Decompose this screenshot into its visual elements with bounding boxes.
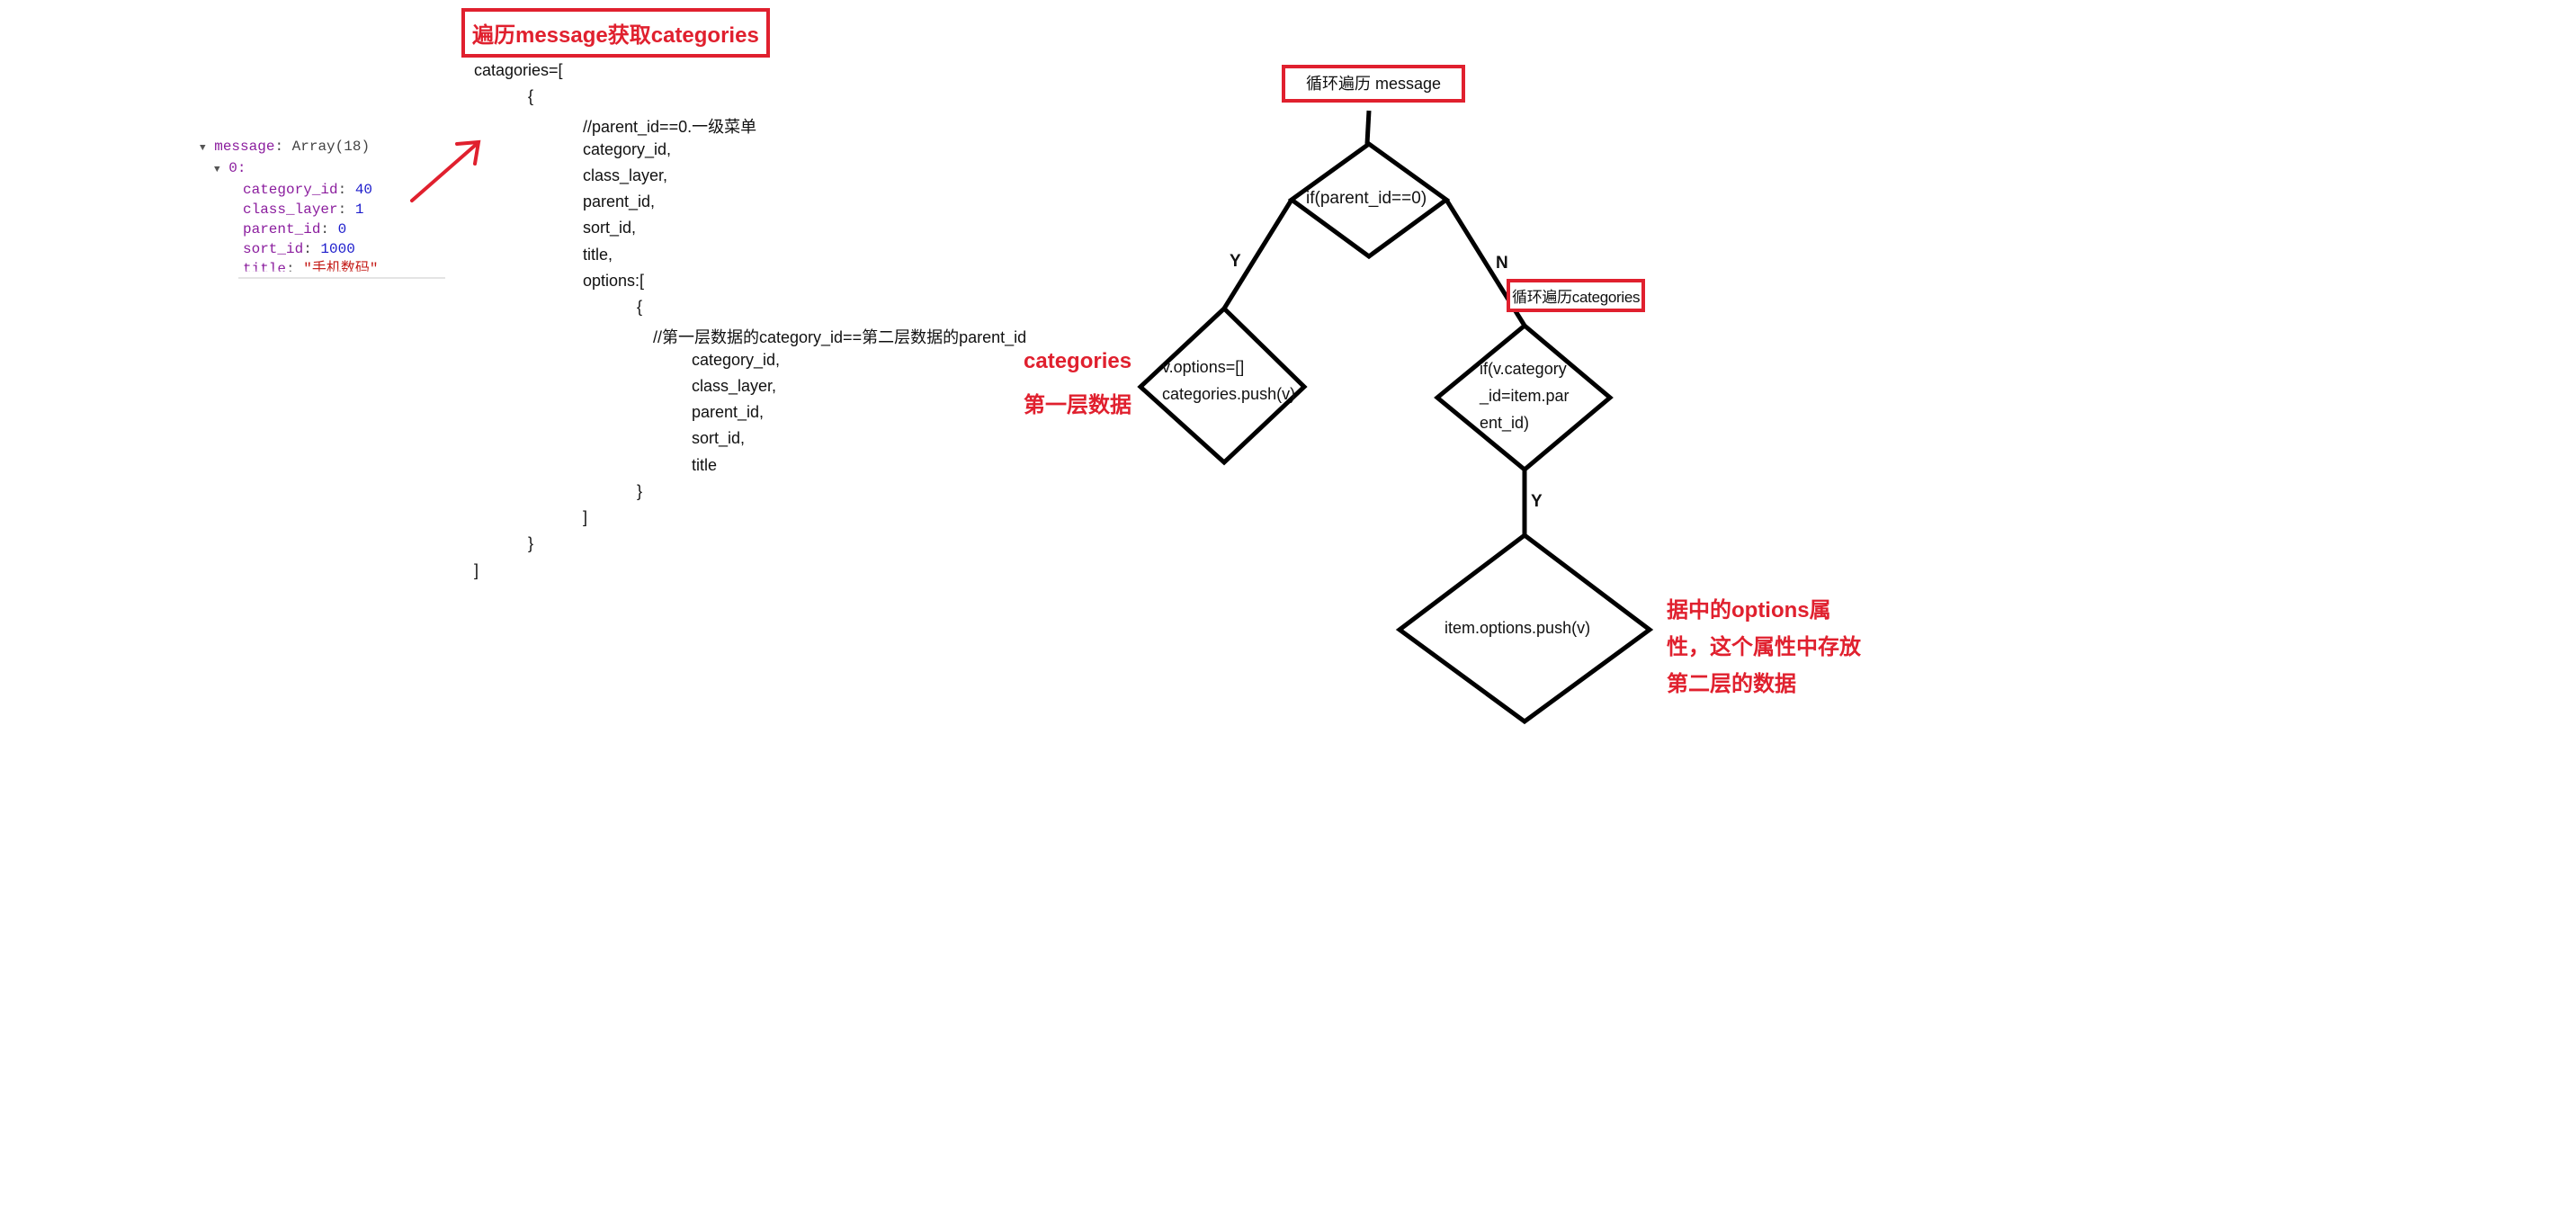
expand-triangle-icon[interactable]: ▼ [214, 165, 220, 175]
code-line: title, [583, 246, 613, 264]
annotation-left-line: 第一层数据 [1024, 393, 1131, 417]
code-line: ] [474, 561, 479, 579]
code-line: //parent_id==0.一级菜单 [583, 118, 757, 136]
yes-node-line: categories.push(v) [1162, 385, 1296, 403]
final-node-diamond [1395, 532, 1654, 725]
console-message-row[interactable]: ▼ message: Array(18) [200, 139, 371, 155]
console-snippet: ▼ message: Array(18) ▼ 0: category_id: 4… [200, 137, 378, 272]
console-message-key: message [214, 139, 275, 155]
yes-node-diamond [1137, 305, 1308, 466]
console-field-row: sort_id: 1000 [243, 241, 355, 257]
decision-parent-id-diamond [1287, 140, 1451, 260]
no-label: N [1496, 254, 1508, 273]
console-fields: category_id: 40 class_layer: 1 parent_id… [200, 180, 378, 272]
decision2-line: _id=item.par [1480, 387, 1570, 405]
code-line: catagories=[ [474, 61, 563, 79]
code-line: { [528, 87, 534, 105]
code-line: } [528, 534, 534, 552]
edge-start-to-decision [1364, 110, 1372, 145]
code-line: class_layer, [692, 377, 777, 395]
console-field-row: class_layer: 1 [243, 202, 364, 218]
annotation-left-line: categories [1024, 349, 1132, 373]
code-line: parent_id, [692, 403, 765, 421]
code-line: sort_id, [692, 429, 746, 447]
edge-yes [1221, 198, 1294, 310]
console-index-label: 0: [228, 160, 246, 176]
start-node: 循环遍历 message [1282, 65, 1465, 103]
code-line: parent_id, [583, 193, 656, 210]
code-line: options:[ [583, 272, 645, 290]
annotation-right-line: 第二层的数据 [1667, 672, 1796, 696]
code-line: } [637, 482, 643, 500]
annotation-right-line: 据中的options属 [1667, 598, 1831, 622]
console-message-value: Array(18) [291, 139, 371, 155]
page-title: 遍历message获取categories [461, 8, 770, 58]
code-line: title [692, 456, 718, 474]
decision2-line: if(v.category [1480, 360, 1567, 378]
code-line: category_id, [583, 140, 672, 158]
console-field-row: category_id: 40 [243, 182, 373, 198]
yes-node-line: v.options=[] [1162, 358, 1245, 376]
code-line: sort_id, [583, 219, 637, 237]
annotation-right-line: 性，这个属性中存放 [1667, 635, 1861, 659]
code-line: class_layer, [583, 166, 668, 184]
code-line: category_id, [692, 351, 781, 369]
decision1-label: if(parent_id==0) [1306, 189, 1427, 208]
final-node-label: item.options.push(v) [1445, 619, 1591, 637]
loop-categories-node: 循环遍历categories [1507, 279, 1646, 312]
yes2-label: Y [1531, 492, 1543, 511]
code-line: //第一层数据的category_id==第二层数据的parent_id [653, 328, 1027, 346]
console-divider [238, 268, 445, 279]
yes-label: Y [1230, 252, 1241, 271]
expand-triangle-icon[interactable]: ▼ [200, 143, 206, 154]
red-arrow [410, 139, 481, 202]
console-field-row: parent_id: 0 [243, 221, 347, 237]
code-line: { [637, 298, 643, 316]
code-line: ] [583, 508, 588, 526]
decision2-line: ent_id) [1480, 414, 1530, 432]
console-index-row[interactable]: ▼ 0: [200, 158, 378, 180]
